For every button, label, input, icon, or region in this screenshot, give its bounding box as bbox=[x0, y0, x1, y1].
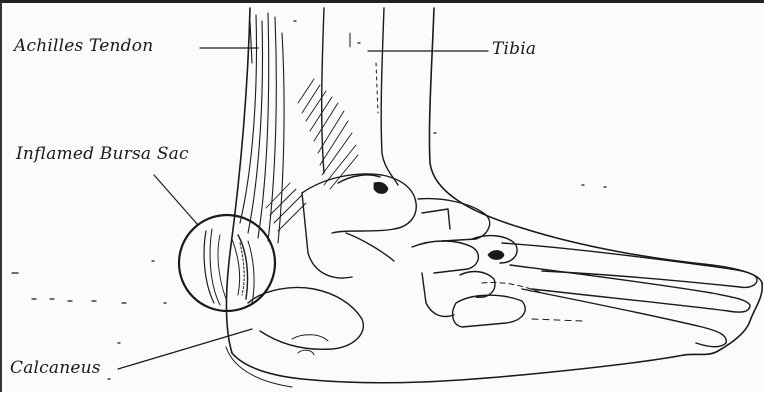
foot-ankle-illustration bbox=[2, 3, 764, 395]
achilles-tendon-label: Achilles Tendon bbox=[14, 36, 153, 56]
leader-bursa bbox=[154, 175, 198, 225]
tibia-bone bbox=[322, 8, 398, 185]
inflamed-bursa-sac-label: Inflamed Bursa Sac bbox=[16, 144, 189, 164]
ankle-bones bbox=[302, 174, 490, 278]
calcaneus-label: Calcaneus bbox=[10, 358, 101, 378]
calcaneus-bone bbox=[248, 288, 363, 355]
hatch-lines bbox=[266, 79, 358, 231]
leg-outline bbox=[226, 8, 522, 353]
tibia-label: Tibia bbox=[492, 39, 536, 59]
speckle-marks bbox=[12, 21, 606, 379]
foot-bones bbox=[412, 236, 757, 347]
leader-calcaneus bbox=[118, 329, 252, 369]
